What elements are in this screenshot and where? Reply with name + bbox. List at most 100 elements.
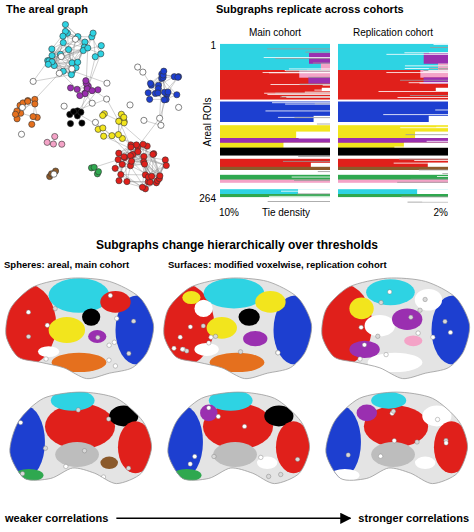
graph-node bbox=[118, 171, 124, 177]
subgraph-patch bbox=[4, 406, 45, 479]
matrix-line bbox=[298, 156, 330, 158]
subgraph-patch bbox=[368, 353, 423, 372]
brain-surface bbox=[4, 390, 153, 484]
graph-node bbox=[150, 151, 156, 157]
matrix-line bbox=[414, 199, 448, 201]
panel-title: Subgraphs replicate across cohorts bbox=[216, 3, 404, 16]
graph-node bbox=[25, 98, 31, 104]
matrix-line bbox=[268, 201, 330, 203]
matrix-band bbox=[338, 170, 448, 175]
matrix-line bbox=[292, 176, 330, 178]
graph-node bbox=[92, 54, 98, 60]
graph-node bbox=[30, 113, 36, 119]
matrix-line bbox=[264, 92, 330, 94]
matrix-split bbox=[429, 116, 448, 122]
graph-edge bbox=[48, 51, 83, 65]
matrix-line bbox=[435, 109, 448, 111]
roi-sphere bbox=[127, 351, 131, 355]
roi-sphere bbox=[448, 330, 452, 334]
subgraph-patch bbox=[38, 346, 59, 357]
graph-node bbox=[29, 121, 35, 127]
graph-node bbox=[44, 139, 50, 145]
graph-node bbox=[165, 89, 171, 95]
graph-node bbox=[51, 171, 57, 177]
subgraph-matrix bbox=[220, 42, 330, 202]
matrix-line bbox=[404, 52, 448, 54]
matrix-band bbox=[338, 44, 448, 70]
roi-sphere bbox=[415, 440, 419, 444]
matrix-band bbox=[338, 100, 448, 102]
matrix-line bbox=[280, 96, 330, 98]
graph-node bbox=[77, 92, 83, 98]
matrix-line bbox=[306, 134, 330, 136]
subgraph-patch bbox=[82, 308, 100, 325]
matrix-line bbox=[285, 103, 330, 105]
graph-edge bbox=[72, 39, 75, 63]
graph-node bbox=[67, 120, 73, 126]
matrix-line bbox=[423, 70, 448, 72]
roi-sphere bbox=[207, 341, 211, 345]
roi-sphere bbox=[96, 335, 100, 339]
roi-sphere bbox=[113, 364, 117, 368]
subgraph-patch bbox=[88, 330, 106, 343]
roi-sphere bbox=[178, 335, 182, 339]
graph-node bbox=[147, 80, 153, 86]
matrix-line bbox=[394, 146, 448, 148]
matrix-band bbox=[220, 138, 330, 143]
matrix-band bbox=[220, 143, 330, 148]
graph-node bbox=[101, 133, 107, 139]
roi-sphere bbox=[107, 343, 111, 347]
graph-node bbox=[151, 151, 157, 157]
graph-node bbox=[72, 36, 78, 42]
brain-surface bbox=[162, 390, 311, 484]
matrix-line bbox=[410, 95, 448, 97]
roi-sphere bbox=[212, 454, 216, 458]
graph-node bbox=[56, 70, 62, 76]
matrix-line bbox=[264, 57, 330, 59]
brain-surface bbox=[320, 392, 469, 484]
graph-edge bbox=[138, 118, 160, 147]
matrix-band bbox=[220, 183, 330, 190]
subgraph-patch bbox=[404, 335, 422, 346]
subgraph-patch bbox=[210, 353, 265, 372]
graph-node bbox=[68, 72, 74, 78]
graph-node bbox=[121, 154, 127, 160]
matrix-band bbox=[338, 42, 448, 44]
roi-sphere bbox=[418, 308, 422, 312]
matrix-band bbox=[338, 183, 448, 190]
subgraph-patch bbox=[118, 421, 153, 473]
matrix-band bbox=[220, 159, 330, 167]
roi-sphere bbox=[45, 323, 49, 327]
subgraph-patch bbox=[52, 353, 107, 372]
roi-sphere bbox=[26, 334, 30, 338]
roi-sphere bbox=[115, 316, 119, 320]
matrix-line bbox=[419, 82, 448, 84]
matrix-band bbox=[220, 100, 330, 102]
graph-node bbox=[124, 179, 130, 185]
subgraph-patch bbox=[51, 390, 95, 411]
matrix-band bbox=[220, 180, 330, 184]
graph-node bbox=[62, 21, 68, 27]
matrix-line bbox=[297, 193, 330, 195]
matrix-band bbox=[220, 156, 330, 160]
matrix-line bbox=[437, 176, 448, 178]
matrix-line bbox=[383, 114, 448, 116]
matrix-band bbox=[338, 138, 448, 143]
matrix-band bbox=[338, 180, 448, 184]
matrix-split bbox=[420, 70, 448, 78]
roi-sphere bbox=[188, 325, 192, 329]
matrix-band bbox=[338, 156, 448, 160]
matrix-band bbox=[220, 189, 330, 194]
matrix-band bbox=[220, 70, 330, 100]
graph-node bbox=[30, 78, 36, 84]
subgraph-patch bbox=[49, 278, 110, 313]
matrix-line bbox=[285, 70, 330, 72]
node-text: stronger correlations bbox=[358, 512, 469, 525]
matrix-line bbox=[318, 187, 330, 189]
matrix-split bbox=[322, 88, 330, 91]
graph-node bbox=[100, 112, 106, 118]
roi-sphere bbox=[276, 351, 280, 355]
graph-node bbox=[60, 33, 66, 39]
matrix-line bbox=[409, 82, 448, 84]
